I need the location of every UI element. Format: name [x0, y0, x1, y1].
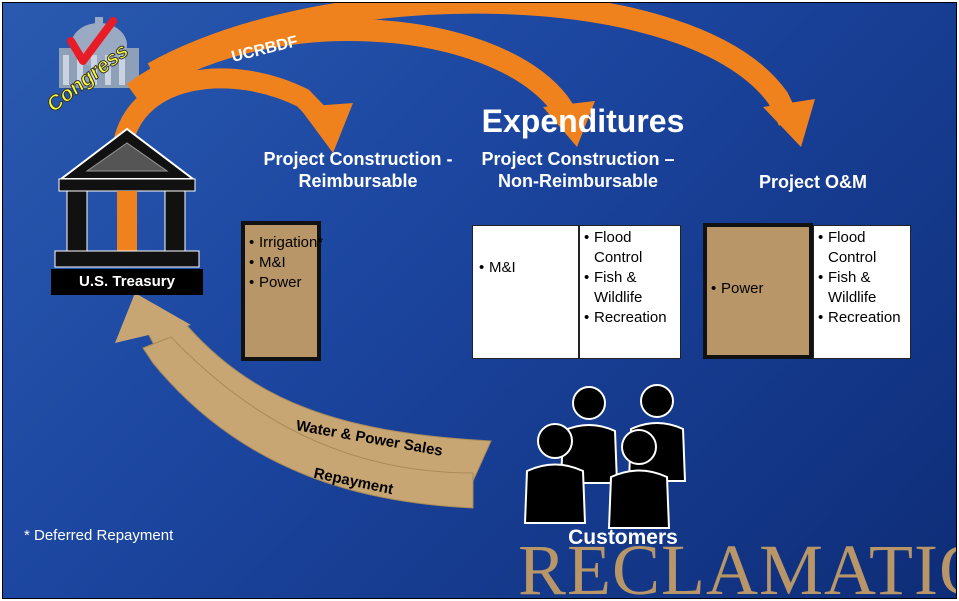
list-item: M&I [477, 258, 578, 278]
diagram-graphics [54, 3, 815, 529]
list-item: M&I [247, 253, 317, 273]
arrow-to-construction-reimbursable [113, 68, 333, 146]
heading-construction-nonreimbursable: Project Construction – Non-Reimbursable [481, 149, 675, 191]
list-item: Recreation [582, 308, 680, 328]
om-nonreimbursable-box: Flood Control Fish & Wildlife Recreation [813, 225, 911, 359]
list-item: Fish & Wildlife [582, 268, 680, 308]
reclamation-logo: RECLAMATION [518, 530, 956, 599]
list-item: Flood Control [582, 228, 680, 268]
customers-icon [523, 384, 687, 529]
checkmark-icon [67, 17, 117, 65]
return-arrow [115, 293, 492, 509]
list-item: Power [709, 279, 809, 299]
list-item: Irrigation* [247, 233, 323, 253]
list-item: Flood Control [816, 228, 910, 268]
heading-om: Project O&M [758, 172, 868, 192]
heading-construction-reimbursable: Project Construction - Reimbursable [263, 149, 453, 191]
list-item: Fish & Wildlife [816, 268, 910, 308]
funding-arrows [113, 3, 799, 146]
arrow-heads [299, 99, 815, 153]
customers-label: Customers [568, 526, 678, 549]
list-item: Power [247, 273, 317, 293]
om-reimbursable-box: Power [703, 223, 813, 359]
list-item: Recreation [816, 308, 910, 328]
arrow-to-om [147, 3, 799, 126]
nonreimbursable-construction-reimb-box: M&I [472, 225, 579, 359]
treasury-building-icon [54, 127, 200, 268]
reimbursable-construction-box: Irrigation* M&I Power [241, 221, 323, 361]
footnote: * Deferred Repayment [24, 527, 174, 544]
nonreimbursable-construction-nonreimb-box: Flood Control Fish & Wildlife Recreation [579, 225, 681, 359]
diagram-title: Expenditures [481, 103, 685, 139]
treasury-label: U.S. Treasury [51, 269, 203, 295]
